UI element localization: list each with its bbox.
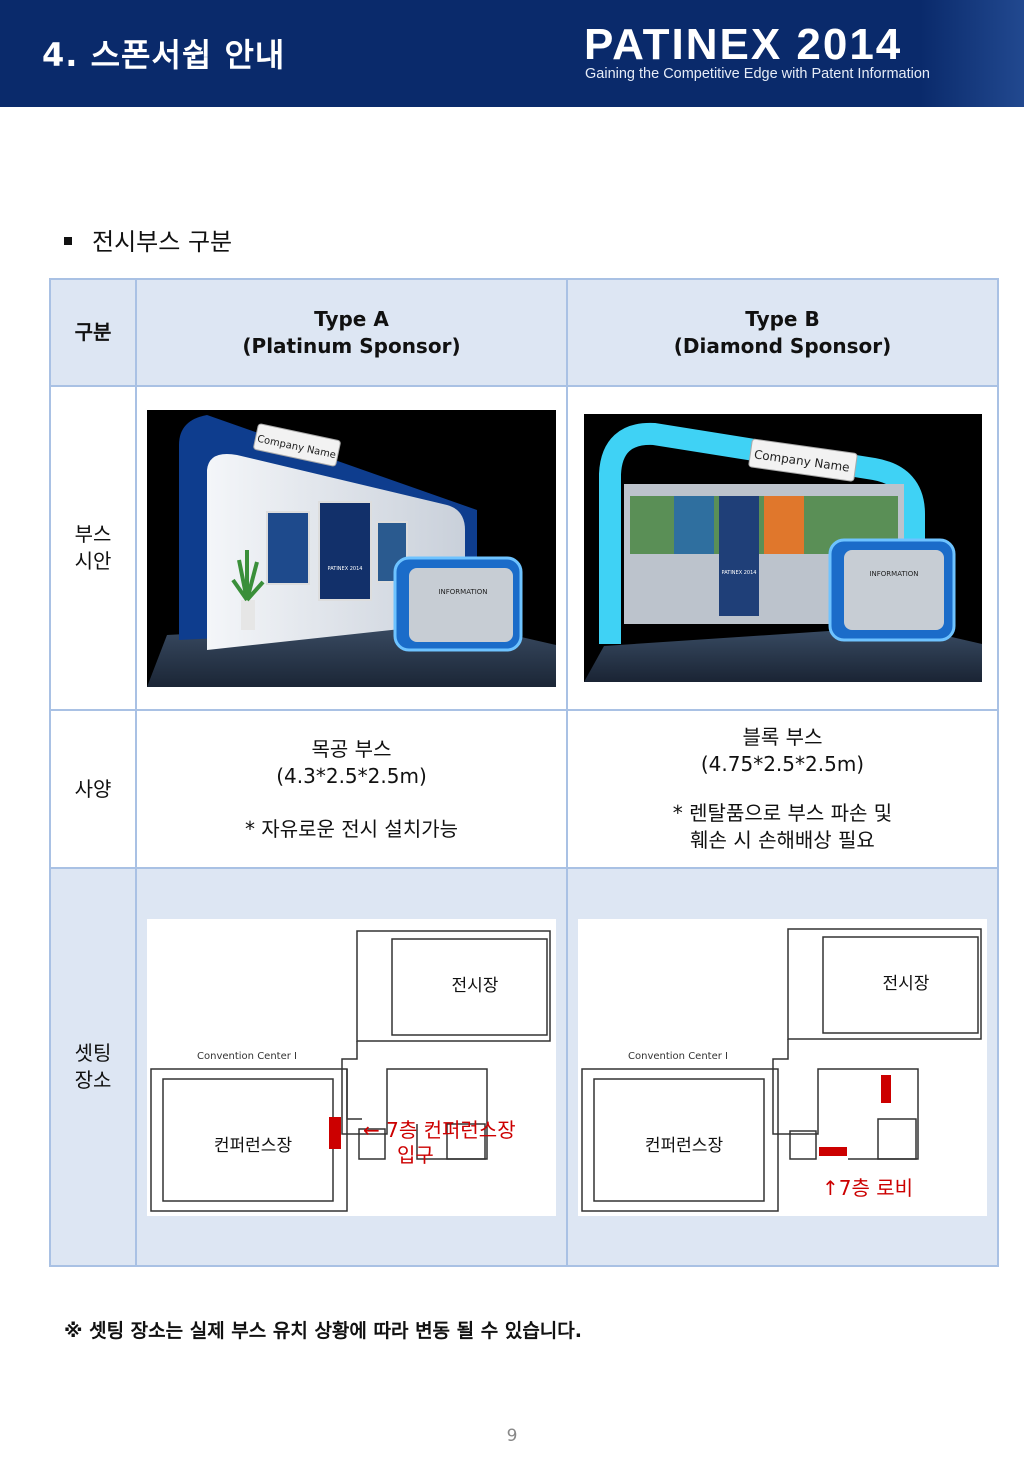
plan-a-hall-label: 전시장 (452, 976, 499, 996)
booth-a-counter-text: INFORMATION (438, 588, 487, 596)
plan-a-center-label: Convention Center I (197, 1051, 297, 1062)
type-a-title: Type A (314, 306, 389, 331)
booth-b-render: PATINEX 2014 Company Name INFORMATION (583, 414, 982, 682)
page-title: 4. 스폰서쉽 안내 (42, 36, 286, 74)
booth-b-poster-text: PATINEX 2014 (721, 570, 756, 576)
floor-plan-a: 전시장 컨퍼런스장 Convention Center I ← 7층 컨퍼런스장… (147, 918, 556, 1216)
section-heading: 전시부스 구분 (64, 222, 232, 257)
spec-a-line2: (4.3*2.5*2.5m) (276, 763, 427, 788)
booth-b-cell: PATINEX 2014 Company Name INFORMATION (566, 385, 999, 711)
booth-a-cell: PATINEX 2014 Company Name INFORMATION (135, 385, 568, 711)
plan-b-marker-lobby (819, 1146, 847, 1156)
row-label-spec: 사양 (49, 709, 137, 869)
spec-a-cell: 목공 부스 (4.3*2.5*2.5m) * 자유로운 전시 설치가능 (135, 709, 568, 869)
logo-main-text: PATINEX 2014 (584, 20, 903, 69)
logo-tagline: Gaining the Competitive Edge with Patent… (585, 66, 930, 82)
type-b-header: Type B (Diamond Sponsor) (566, 278, 999, 387)
patinex-logo: PATINEX 2014 Gaining the Competitive Edg… (570, 0, 1024, 107)
booth-a-render: PATINEX 2014 Company Name INFORMATION (147, 409, 556, 687)
section-title: 전시부스 구분 (92, 228, 233, 256)
bullet-icon (64, 236, 72, 245)
row-label-preview: 부스 시안 (49, 385, 137, 711)
plan-a-marker (329, 1116, 341, 1149)
type-b-title: Type B (745, 306, 820, 331)
plan-a-marker-text: ← 7층 컨퍼런스장 (363, 1118, 516, 1142)
plan-b-center-label: Convention Center I (628, 1051, 728, 1062)
spec-b-line2: (4.75*2.5*2.5m) (700, 752, 865, 776)
spec-a-note: * 자유로운 전시 설치가능 (244, 816, 459, 841)
spec-b-note2: 훼손 시 손해배상 필요 (690, 828, 875, 852)
page-number: 9 (506, 1426, 518, 1446)
plant-icon (231, 549, 265, 630)
footnote: ※ 셋팅 장소는 실제 부스 유치 상황에 따라 변동 될 수 있습니다. (64, 1320, 582, 1342)
plan-b-cell: 전시장 컨퍼런스장 Convention Center I ↑7층 로비 (566, 867, 999, 1267)
plan-a-marker-text2: 입구 (397, 1143, 434, 1167)
spec-b-note1: * 렌탈품으로 부스 파손 및 (672, 801, 893, 825)
spec-b-cell: 블록 부스 (4.75*2.5*2.5m) * 렌탈품으로 부스 파손 및 훼손… (566, 709, 999, 869)
row-label-location: 셋팅 장소 (49, 867, 137, 1267)
spec-a-line1: 목공 부스 (311, 736, 392, 761)
plan-b-conf-label: 컨퍼런스장 (645, 1136, 724, 1156)
row-label-line: 셋팅 (74, 1041, 112, 1065)
floor-plan-b: 전시장 컨퍼런스장 Convention Center I ↑7층 로비 (578, 918, 987, 1216)
row-label-line: 장소 (74, 1068, 112, 1092)
type-a-header: Type A (Platinum Sponsor) (135, 278, 568, 387)
logo-glow (920, 0, 1024, 107)
table-row-location: 셋팅 장소 전시장 컨퍼런스장 Convention Center I (49, 867, 999, 1267)
header-bar: 4. 스폰서쉽 안내 PATINEX 2014 Gaining the Comp… (0, 0, 1024, 107)
plan-b-hall-label: 전시장 (883, 974, 930, 994)
spec-b-line1: 블록 부스 (742, 725, 823, 749)
booth-table: 구분 Type A (Platinum Sponsor) Type B (Dia… (49, 278, 999, 1267)
table-row-spec: 사양 목공 부스 (4.3*2.5*2.5m) * 자유로운 전시 설치가능 블… (49, 709, 999, 869)
row-label-line: 시안 (74, 549, 112, 573)
type-a-subtitle: (Platinum Sponsor) (242, 333, 461, 358)
plan-a-cell: 전시장 컨퍼런스장 Convention Center I ← 7층 컨퍼런스장… (135, 867, 568, 1267)
plan-b-marker-text: ↑7층 로비 (822, 1176, 913, 1200)
table-row-preview: 부스 시안 PATINEX 2014 (49, 385, 999, 711)
table-header-row: 구분 Type A (Platinum Sponsor) Type B (Dia… (49, 278, 999, 387)
plan-a-conf-label: 컨퍼런스장 (214, 1136, 293, 1156)
plan-b-marker (881, 1074, 891, 1103)
corner-cell: 구분 (49, 278, 137, 387)
type-b-subtitle: (Diamond Sponsor) (673, 333, 892, 358)
row-label-line: 부스 (74, 522, 112, 546)
booth-b-counter-text: INFORMATION (869, 570, 918, 578)
booth-a-poster-text: PATINEX 2014 (328, 566, 363, 572)
